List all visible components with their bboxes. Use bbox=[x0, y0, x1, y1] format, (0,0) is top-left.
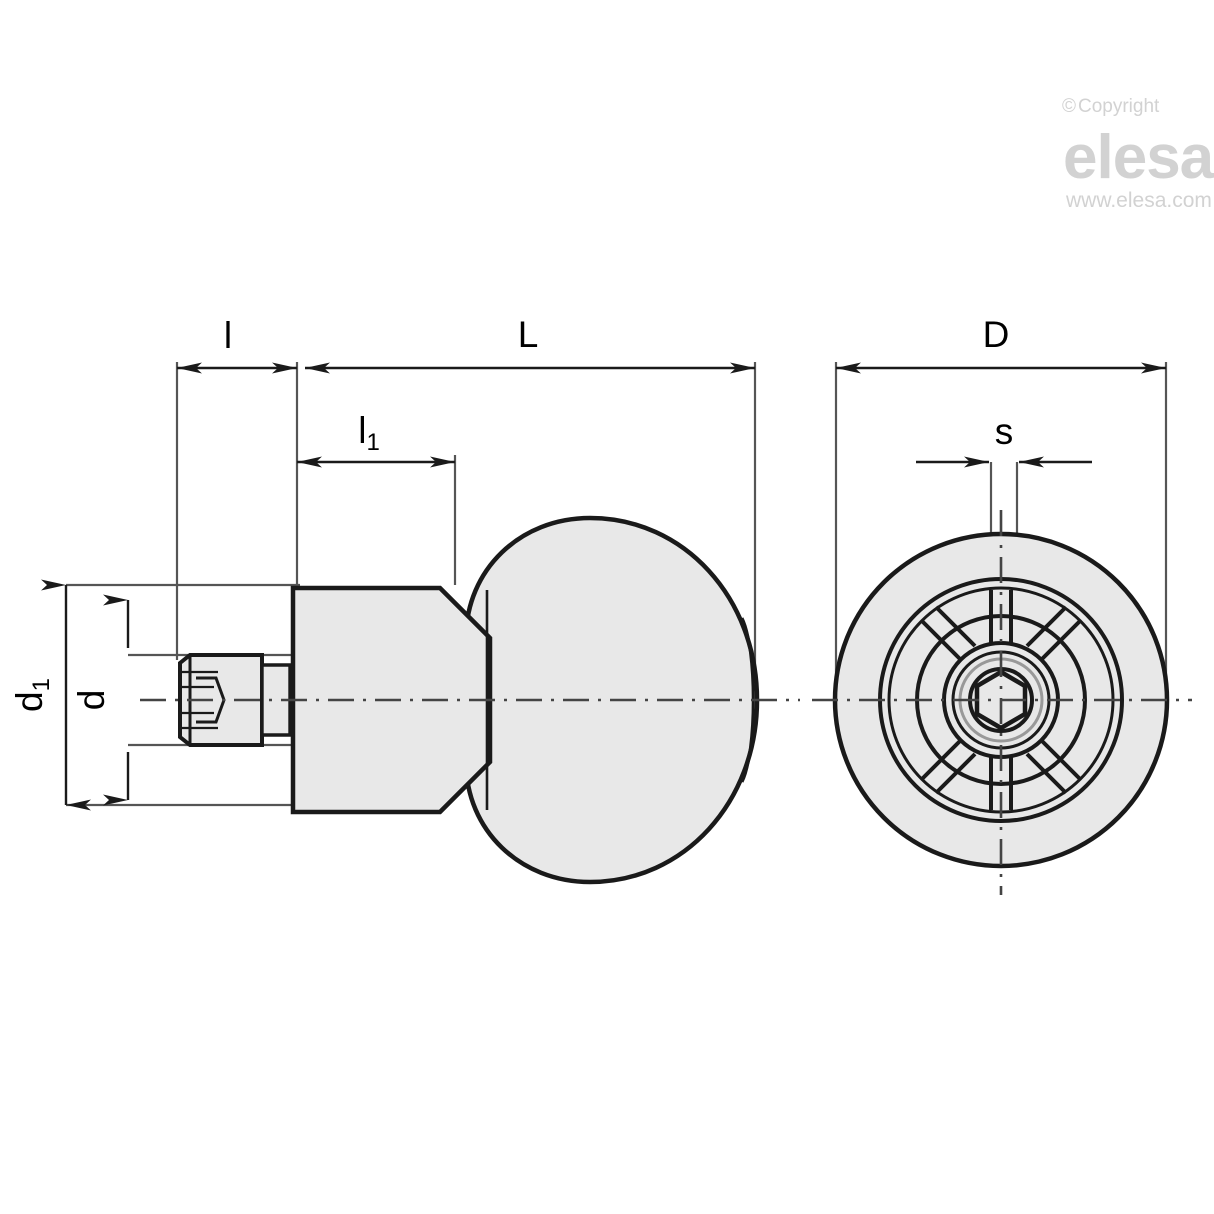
spoke-lower-right bbox=[1025, 738, 1082, 795]
spoke-lower-left bbox=[920, 738, 977, 795]
dim-label-s: s bbox=[995, 411, 1014, 452]
dim-label-d: d bbox=[71, 690, 112, 711]
dimension-s: s bbox=[916, 411, 1092, 468]
threaded-stud bbox=[178, 653, 292, 747]
front-view: D s bbox=[812, 314, 1192, 895]
dim-label-L: L bbox=[518, 314, 539, 355]
stud-thread-lines bbox=[181, 670, 218, 730]
dim-label-l: l bbox=[224, 315, 232, 356]
rib-vertical-top bbox=[989, 590, 1013, 644]
dim-label-D: D bbox=[983, 314, 1010, 355]
elesa-watermark: ©Copyright elesa www.elesa.com bbox=[1062, 96, 1214, 212]
side-section-view: l L l1 d1 d bbox=[9, 314, 800, 885]
dimension-d: d bbox=[71, 594, 130, 806]
dimension-d1: d1 bbox=[9, 579, 91, 811]
front-view-spokes bbox=[920, 590, 1082, 810]
spoke-upper-left bbox=[920, 605, 977, 662]
spoke-upper-right bbox=[1025, 605, 1082, 662]
stud-shoulder bbox=[260, 663, 292, 737]
dimension-L: L bbox=[305, 314, 755, 374]
dimension-l1: l1 bbox=[297, 410, 455, 468]
dim-label-d1: d1 bbox=[9, 678, 55, 712]
watermark-copyright-text: ©Copyright bbox=[1062, 96, 1160, 117]
dimension-D: D bbox=[836, 314, 1166, 374]
watermark-url-text: www.elesa.com bbox=[1065, 189, 1212, 212]
rib-vertical-bottom bbox=[989, 756, 1013, 810]
watermark-brand-logo: elesa bbox=[1063, 123, 1214, 192]
dimension-l: l bbox=[177, 315, 297, 374]
dim-label-l1: l1 bbox=[358, 410, 380, 456]
